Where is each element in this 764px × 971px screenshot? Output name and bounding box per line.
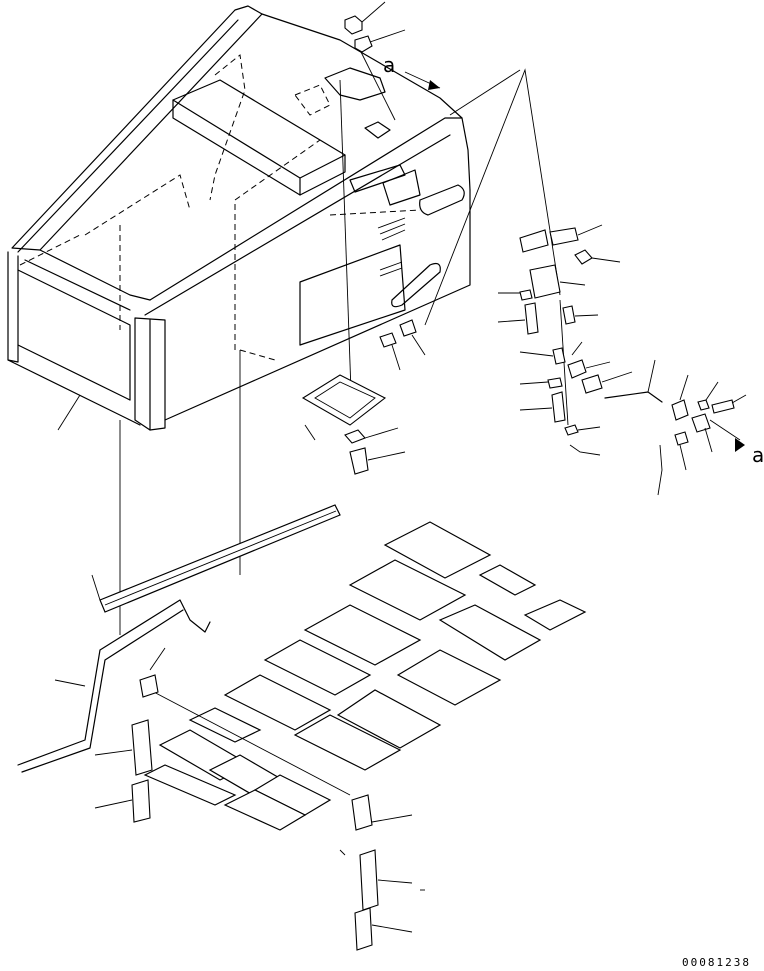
view-marker-top: a	[383, 53, 441, 90]
hardware-cluster	[497, 224, 747, 496]
floor-pads	[17, 504, 587, 951]
mount-bracket	[301, 319, 426, 475]
drawing-number: 00081238	[682, 956, 751, 969]
view-marker-label: a	[752, 443, 764, 467]
cab-leader	[57, 394, 81, 431]
reference-lines	[119, 49, 569, 635]
cab-assembly	[7, 5, 471, 431]
view-marker-right: a	[735, 438, 764, 467]
top-fasteners	[344, 1, 406, 53]
view-marker-label: a	[383, 53, 395, 77]
